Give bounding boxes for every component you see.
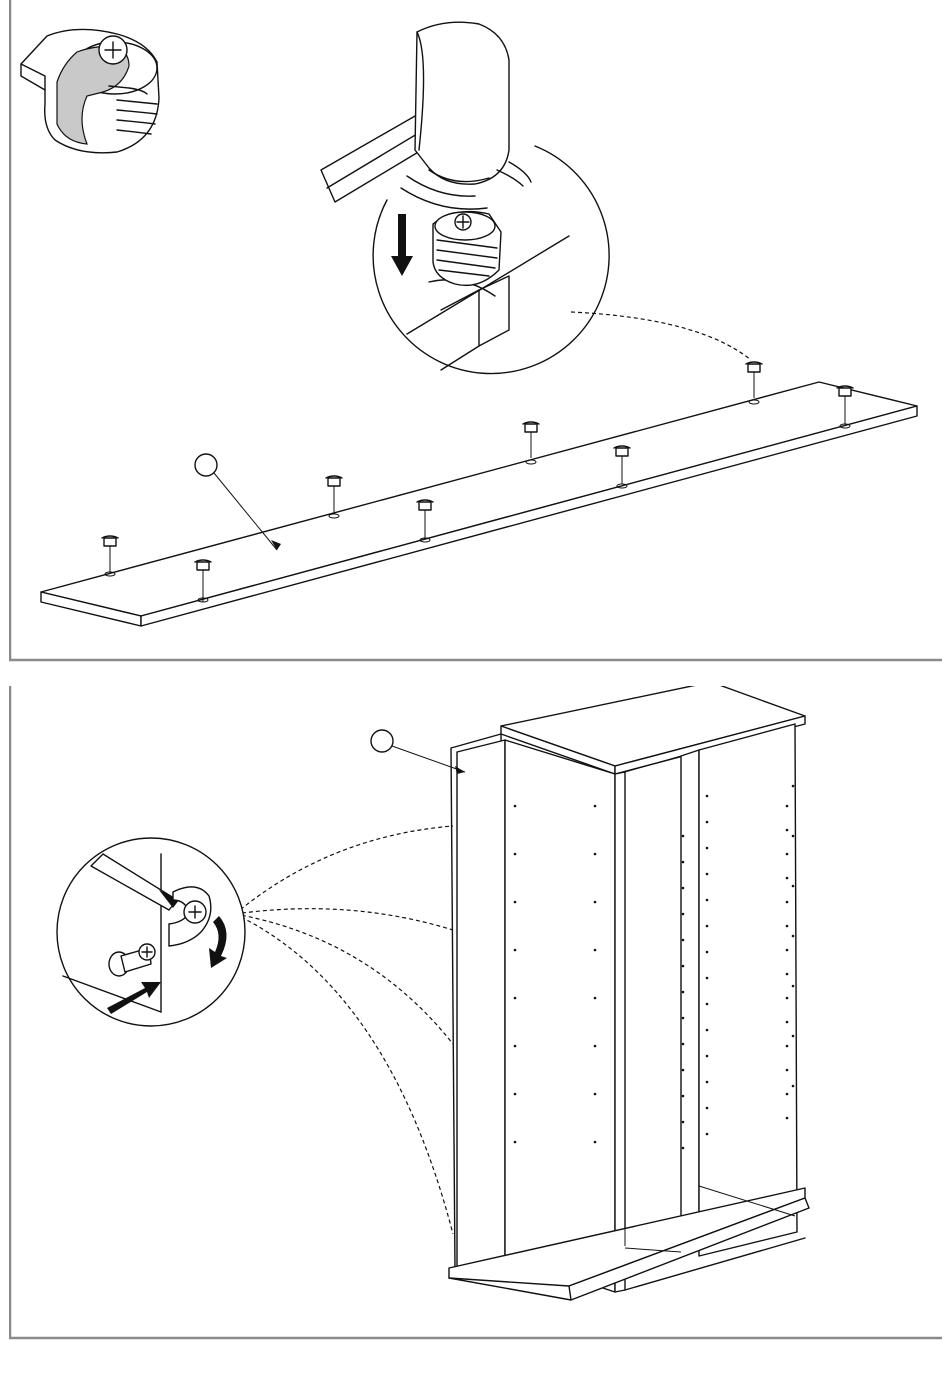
shelf-pin-hole bbox=[514, 1093, 517, 1096]
shelf-pin-hole bbox=[786, 973, 789, 976]
shelf-pin-hole bbox=[682, 835, 685, 838]
shelf-pin-hole bbox=[786, 997, 789, 1000]
shelf-pin-hole bbox=[706, 899, 709, 902]
shelf-pin-hole bbox=[706, 977, 709, 980]
shelf-pin-hole bbox=[706, 821, 709, 824]
shelf-pin-hole bbox=[786, 805, 789, 808]
shelf-pin-hole bbox=[792, 985, 795, 988]
shelf-pin-hole bbox=[786, 1069, 789, 1072]
shelf-pin-hole bbox=[786, 925, 789, 928]
shelf-pin-hole bbox=[682, 1017, 685, 1020]
detail-leader-line bbox=[571, 312, 751, 360]
shelf-pin-hole bbox=[682, 1147, 685, 1150]
shelf-pin-hole bbox=[514, 901, 517, 904]
shelf-pin-hole bbox=[706, 873, 709, 876]
shelf-pin-hole bbox=[706, 951, 709, 954]
shelf-pin-hole bbox=[682, 1095, 685, 1098]
shelf-pin-hole bbox=[594, 1093, 597, 1096]
shelf-pin-hole bbox=[682, 913, 685, 916]
step-2-panel bbox=[9, 686, 942, 1340]
shelf-pin-hole bbox=[786, 1117, 789, 1120]
shelf-pin-hole bbox=[786, 901, 789, 904]
step-1-illustration bbox=[9, 0, 942, 662]
shelf-pin-hole bbox=[682, 1069, 685, 1072]
shelf-pin-hole bbox=[682, 965, 685, 968]
shelf-pin-hole bbox=[792, 1035, 795, 1038]
shelf-pin-hole bbox=[594, 1141, 597, 1144]
shelf-pin-hole bbox=[514, 805, 517, 808]
shelf-pin-hole bbox=[594, 853, 597, 856]
shelf-pin-hole bbox=[706, 1133, 709, 1136]
detail-leader-lines bbox=[235, 826, 453, 1234]
shelf-pin-hole bbox=[706, 925, 709, 928]
shelf-pin-hole bbox=[594, 901, 597, 904]
shelf-pin-hole bbox=[706, 1029, 709, 1032]
shelf-pin-hole bbox=[786, 877, 789, 880]
shelf-pin-hole bbox=[786, 1021, 789, 1024]
shelf-pin-hole bbox=[514, 949, 517, 952]
shelf-pin-hole bbox=[514, 853, 517, 856]
shelf-pin-hole bbox=[706, 1003, 709, 1006]
shelf-pin-hole bbox=[706, 1055, 709, 1058]
down-arrow-icon bbox=[391, 214, 413, 276]
shelf-pin-hole bbox=[706, 1107, 709, 1110]
shelf-pin-hole bbox=[786, 949, 789, 952]
shelf-pin-hole bbox=[682, 939, 685, 942]
shelf-pin-hole bbox=[792, 785, 795, 788]
shelf-pin-hole bbox=[682, 991, 685, 994]
shelf-pin-hole bbox=[514, 1045, 517, 1048]
shelf-pin-hole bbox=[594, 805, 597, 808]
shelf-pin-hole bbox=[792, 1085, 795, 1088]
hammer-icon bbox=[321, 22, 509, 202]
shelf-pin-hole bbox=[706, 1081, 709, 1084]
shelf-pin-hole bbox=[786, 853, 789, 856]
shelf-pin-hole bbox=[682, 1043, 685, 1046]
shelf-pin-hole bbox=[514, 1141, 517, 1144]
shelf-pin-hole bbox=[594, 949, 597, 952]
magnifier-detail-icon bbox=[373, 146, 609, 374]
shelf-pin-hole bbox=[682, 1121, 685, 1124]
cabinet-frame-icon bbox=[449, 686, 809, 1300]
shelf-pin-hole bbox=[594, 1045, 597, 1048]
shelf-pin-hole bbox=[682, 887, 685, 890]
shelf-pin-hole bbox=[706, 847, 709, 850]
shelf-pin-hole bbox=[786, 829, 789, 832]
top-panel-board bbox=[41, 382, 917, 626]
cam-lock-housing bbox=[433, 212, 501, 286]
cam-lock-1 bbox=[102, 536, 118, 576]
step-1-panel bbox=[9, 0, 942, 662]
shelf-pin-hole bbox=[594, 997, 597, 1000]
cam-lock-icon bbox=[21, 29, 159, 152]
shelf-pin-hole bbox=[786, 1045, 789, 1048]
step-2-illustration bbox=[9, 686, 942, 1340]
shelf-pin-hole bbox=[514, 997, 517, 1000]
shelf-pin-hole bbox=[706, 795, 709, 798]
shelf-pin-hole bbox=[682, 861, 685, 864]
shelf-pin-hole bbox=[786, 1093, 789, 1096]
shelf-pin-hole bbox=[792, 885, 795, 888]
shelf-pin-hole bbox=[792, 935, 795, 938]
magnifier-detail-icon bbox=[57, 838, 245, 1026]
shelf-pin-hole bbox=[792, 835, 795, 838]
